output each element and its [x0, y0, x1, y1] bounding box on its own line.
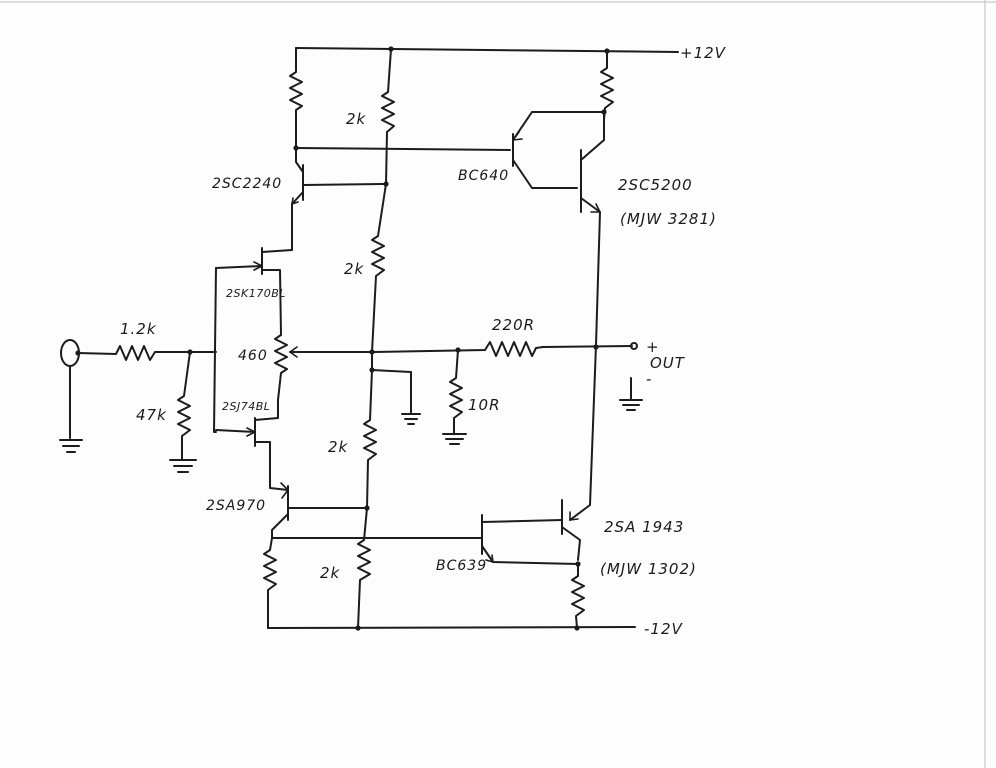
label-2sa1943: 2SA 1943	[604, 518, 684, 536]
resistor-1k2-input	[77, 345, 217, 361]
label-supply-positive: +12V	[680, 44, 727, 62]
gate-tie-line	[213, 267, 217, 433]
transistor-bc639	[474, 514, 581, 567]
label-r-10r: 10R	[468, 396, 501, 414]
resistor-47k-shunt	[177, 351, 191, 461]
resistor-2k-bottom	[357, 507, 371, 629]
resistor-bottom-left	[263, 537, 277, 629]
label-output-minus: -	[646, 370, 652, 388]
label-2sc2240: 2SC2240	[212, 176, 282, 192]
label-bc640: BC640	[458, 168, 509, 184]
transistor-2sc2240	[291, 147, 387, 251]
label-r-47k: 47k	[136, 406, 167, 424]
label-output-plus: +	[646, 338, 660, 356]
ground-symbol-input	[59, 439, 83, 453]
transistor-2sc5200	[580, 111, 605, 346]
resistor-10r	[449, 349, 463, 435]
ground-symbol-47k	[169, 459, 197, 473]
transistor-2sa1943	[481, 499, 591, 561]
ground-symbol-10r	[442, 433, 467, 445]
label-2sc5200: 2SC5200	[618, 176, 693, 194]
potentiometer-460	[274, 334, 373, 401]
negative-rail	[267, 625, 636, 631]
output-node	[542, 342, 638, 506]
label-r-2k-bottom: 2k	[320, 564, 341, 582]
input-connector	[60, 339, 81, 439]
resistor-2k-low	[363, 369, 377, 511]
base-line-2sc2240-bc640	[295, 147, 511, 151]
ground-symbol-center	[401, 413, 421, 425]
jfet-2sj74bl	[215, 399, 289, 491]
label-r-2k-top: 2k	[346, 110, 367, 128]
label-r-220r: 220R	[492, 316, 535, 334]
output-ground	[619, 377, 643, 411]
transistor-bc640	[512, 111, 605, 189]
label-pot-460: 460	[238, 348, 268, 364]
resistor-top-right	[600, 50, 614, 121]
label-supply-negative: -12V	[644, 620, 683, 638]
label-2sa1943-alt: (MJW 1302)	[600, 560, 697, 578]
label-2sc5200-alt: (MJW 3281)	[620, 210, 717, 228]
jfet-2sk170bl	[215, 247, 293, 336]
label-r-1k2: 1.2k	[120, 320, 157, 338]
label-bc639: BC639	[436, 558, 487, 574]
resistor-bottom-right	[571, 563, 585, 629]
label-2sa970: 2SA970	[206, 498, 266, 514]
resistor-top-left	[289, 47, 303, 151]
label-r-2k-mid: 2k	[344, 260, 365, 278]
label-output: OUT	[650, 354, 686, 372]
label-2sj74bl: 2SJ74BL	[222, 400, 270, 413]
center-bias-node	[369, 349, 412, 415]
positive-rail	[295, 46, 679, 54]
label-r-2k-low: 2k	[328, 438, 349, 456]
resistor-2k-mid	[371, 183, 387, 353]
resistor-2k-top	[381, 48, 395, 187]
transistor-2sa970	[271, 482, 476, 539]
label-2sk170bl: 2SK170BL	[226, 287, 286, 300]
